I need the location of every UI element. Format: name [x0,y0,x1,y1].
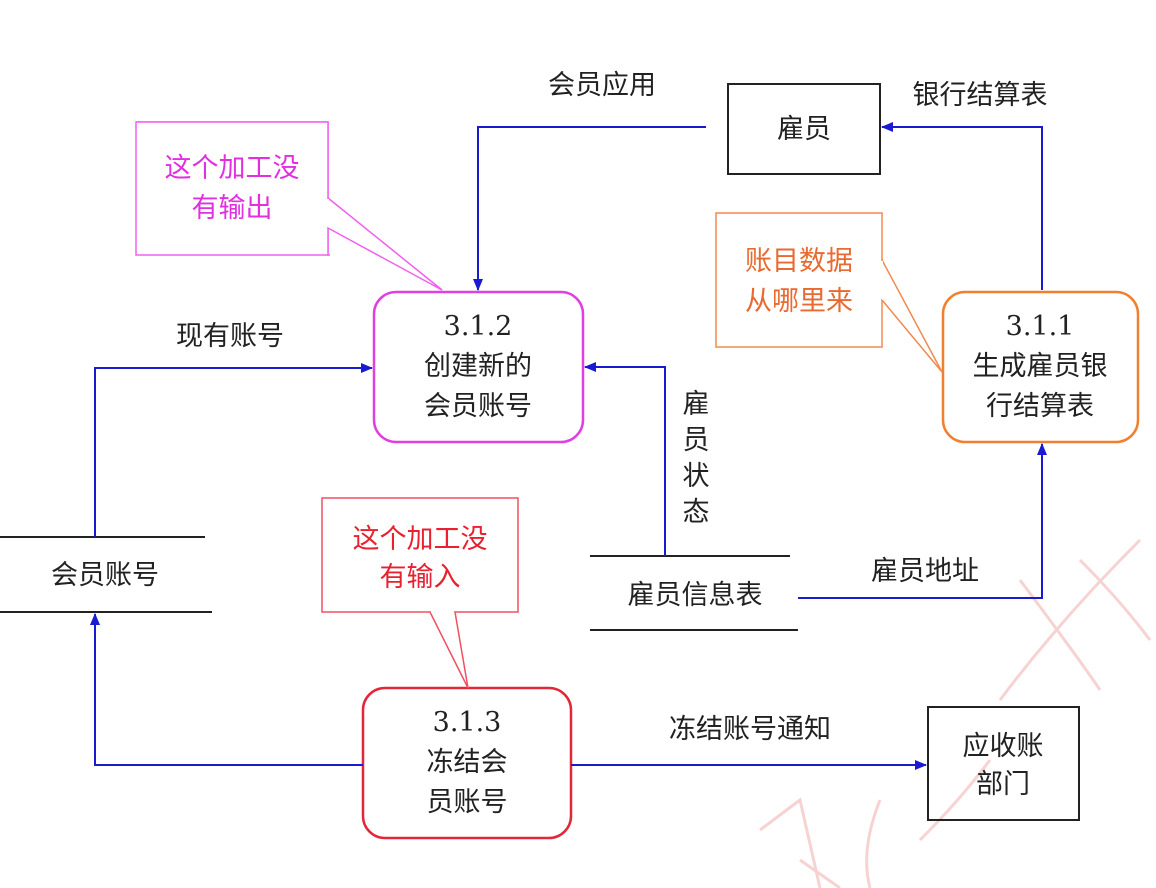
flow-existing-account [94,363,373,537]
flow-employee-address [798,443,1047,599]
entity-ar-dept-label-1: 应收账 [963,731,1044,762]
entity-employee-label: 雇员 [777,114,831,145]
callout-account-source-line2: 从哪里来 [745,286,853,317]
flow-member-application [473,126,706,291]
entity-ar-dept-label-2: 部门 [976,769,1030,800]
process-3-1-3-id: 3.1.3 [433,707,502,738]
callout-no-input-line2: 有输入 [380,562,461,593]
callout-no-input-line1: 这个加工没 [353,524,488,555]
process-3-1-1-line1: 生成雇员银 [973,351,1108,382]
entity-employee [727,83,881,175]
flow-label-freeze-notice: 冻结账号通知 [669,714,831,745]
flow-label-employee-address: 雇员地址 [871,556,979,587]
flow-label-bank-statement: 银行结算表 [913,80,1048,111]
process-3-1-2-line2: 会员账号 [424,391,532,422]
entity-ar-dept [927,706,1080,821]
store-member-account-label: 会员账号 [51,560,159,591]
process-3-1-1-id: 3.1.1 [1006,311,1075,342]
flow-label-existing-account: 现有账号 [176,321,284,352]
flow-bank-statement [881,122,1043,290]
process-3-1-2-line1: 创建新的 [424,351,532,382]
callout-account-source-line1: 账目数据 [745,246,853,277]
flow-employee-status [584,362,666,556]
callout-no-output-line2: 有输出 [192,193,273,224]
store-employee-info [590,555,798,631]
process-3-1-2-id: 3.1.2 [444,311,513,342]
flow-label-employee-status-1: 雇 [683,389,710,420]
store-member-account [0,536,212,613]
process-3-1-3-line2: 员账号 [427,787,508,818]
process-3-1-1 [941,290,1140,444]
callout-account-source [715,212,943,373]
store-employee-info-label: 雇员信息表 [628,580,763,611]
callout-no-output [135,121,443,291]
process-3-1-2 [372,290,585,444]
flow-label-employee-status-4: 态 [683,497,710,528]
flow-label-employee-status-3: 状 [683,461,710,492]
callout-no-output-line1: 这个加工没 [165,153,300,184]
flow-label-employee-status-2: 员 [683,425,710,456]
process-3-1-3-line1: 冻结会 [427,747,508,778]
process-3-1-1-line2: 行结算表 [986,391,1094,422]
flow-label-member-application: 会员应用 [548,70,656,101]
callout-no-input [321,497,519,689]
flow-to-member-account [90,613,363,766]
process-3-1-3 [361,686,573,840]
